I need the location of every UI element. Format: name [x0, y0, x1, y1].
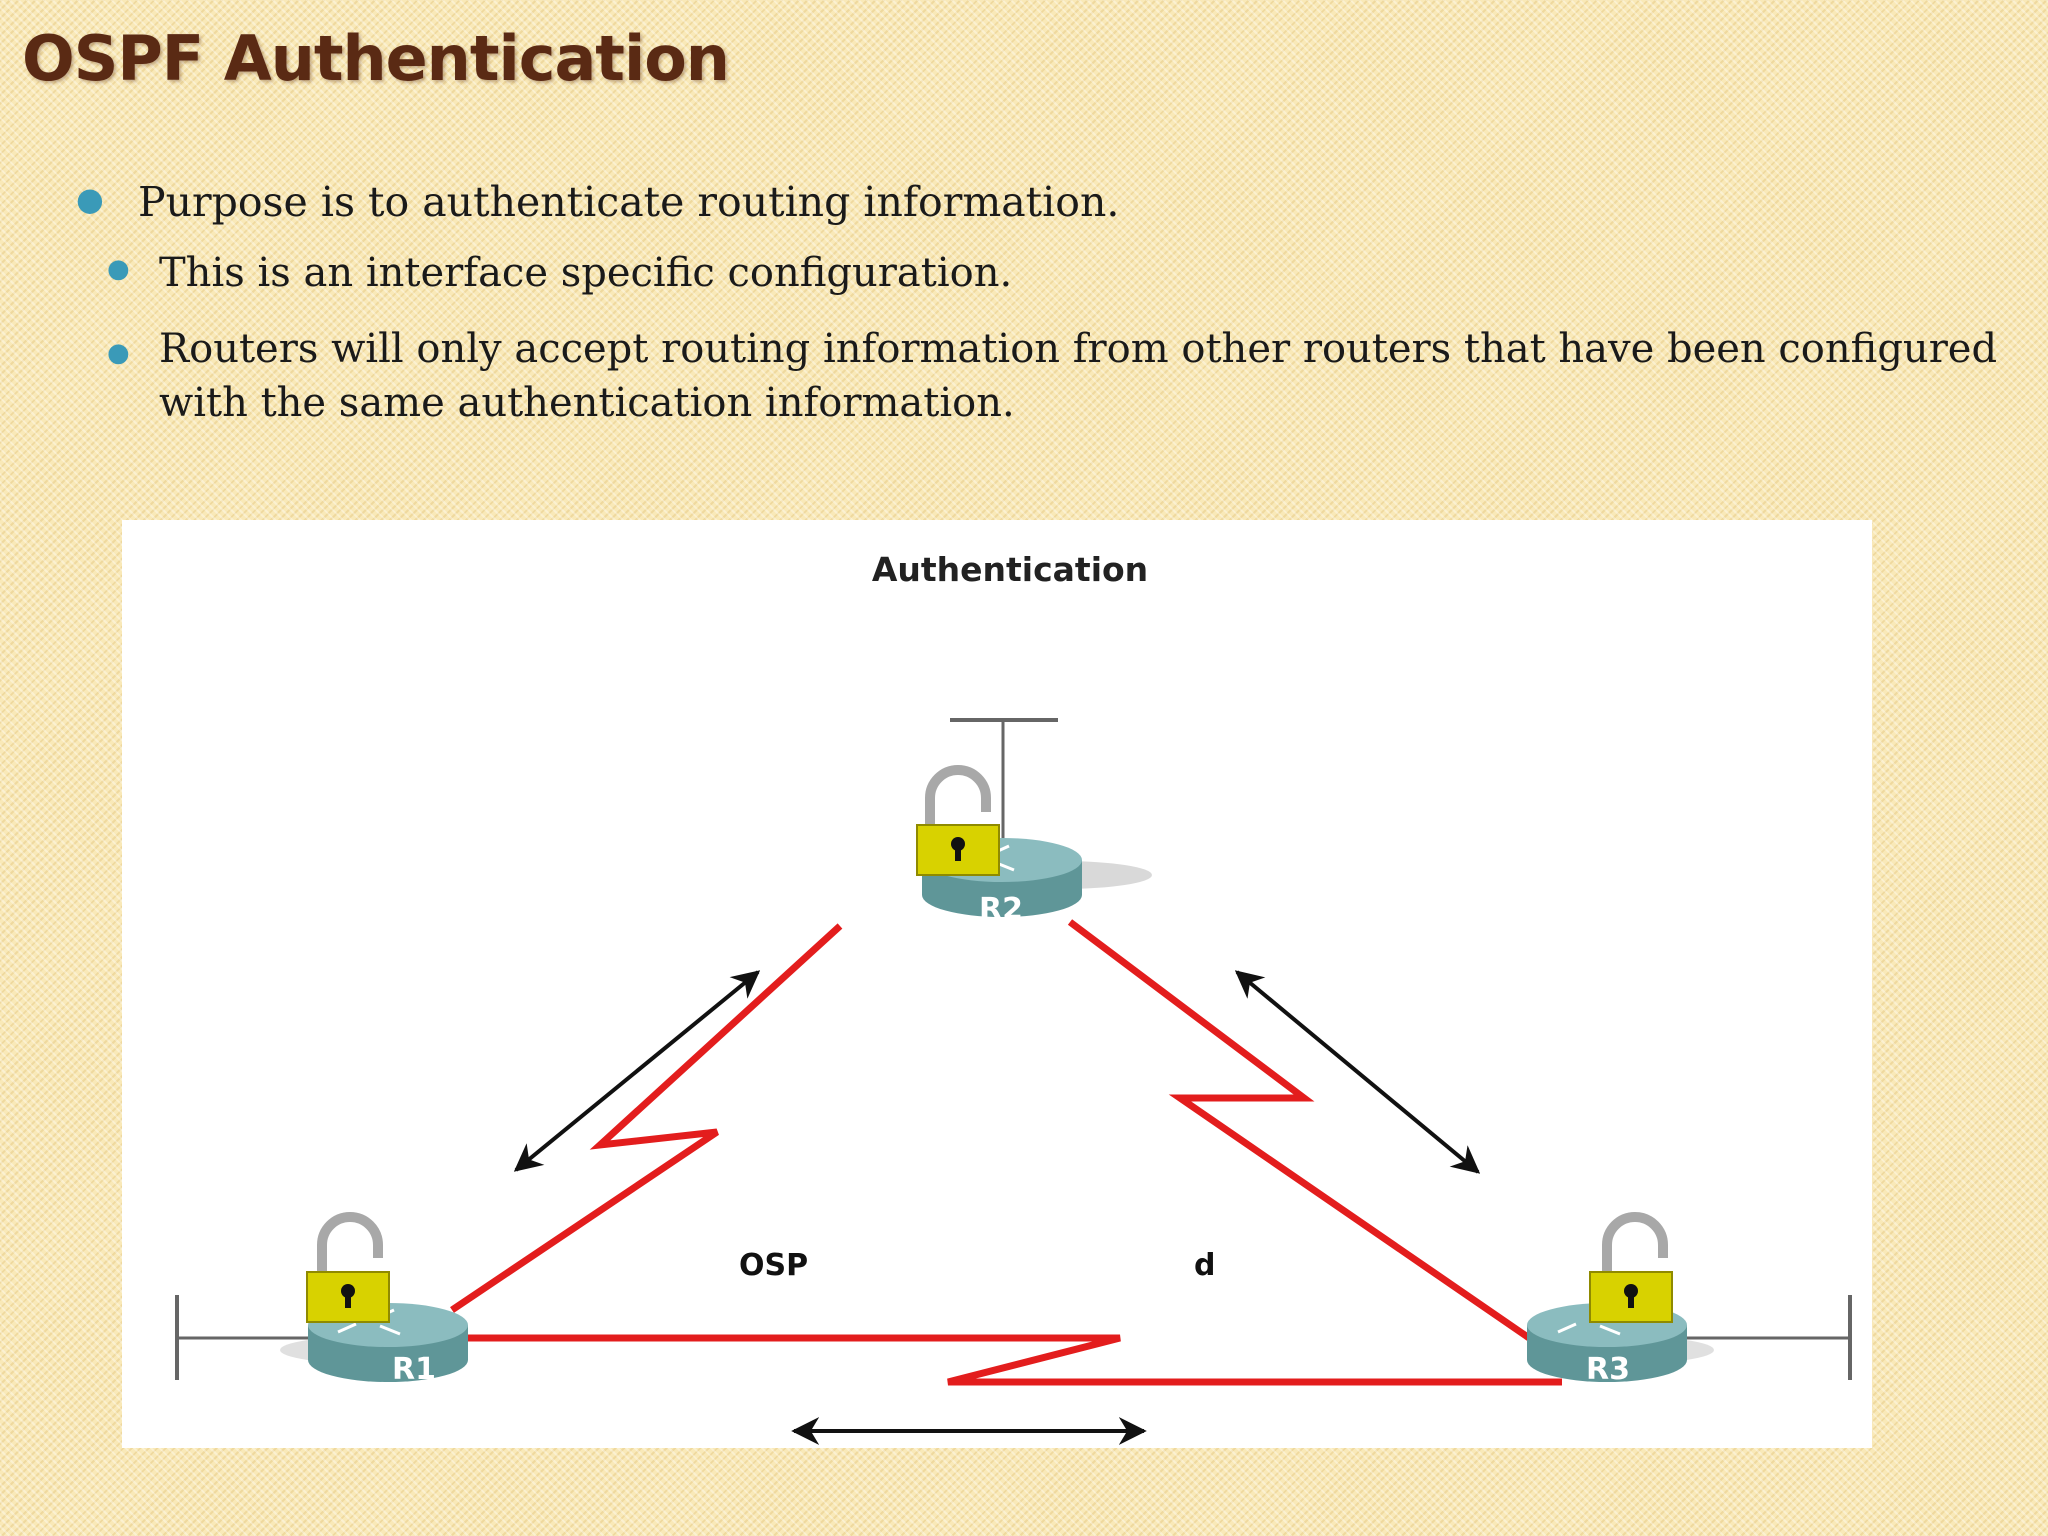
padlock-icon-r2 [916, 765, 1000, 876]
diagram-title: Authentication [871, 550, 1149, 589]
bullet-purpose: ● Purpose is to authenticate routing inf… [76, 178, 1120, 226]
bullet-dot-icon: ● [76, 180, 104, 218]
router-label-r3: R3 [1586, 1352, 1630, 1387]
serial-link-r2-r3 [1067, 919, 1534, 1343]
diagram-canvas [175, 718, 1852, 1445]
serial-link-r1-r3 [447, 1334, 1562, 1386]
authentication-diagram: Authentication OSP d R1 R2 R3 [122, 520, 1872, 1448]
sub-bullet-routers: ● Routers will only accept routing infor… [107, 322, 2029, 430]
padlock-icon-r3 [1589, 1212, 1673, 1323]
router-icon-r1 [280, 1303, 468, 1382]
bullet-text: Purpose is to authenticate routing infor… [138, 178, 1120, 226]
link-label-right: d [1194, 1248, 1216, 1283]
slide-title: OSPF Authentication [22, 22, 730, 95]
sub-bullet-dot-icon: ● [107, 254, 130, 284]
serial-link-r1-r2 [452, 915, 982, 1310]
router-label-r1: R1 [392, 1352, 436, 1387]
sub-bullet-text: Routers will only accept routing informa… [159, 326, 1998, 426]
lan-segment-r2 [950, 718, 1058, 860]
router-label-r2: R2 [979, 892, 1023, 927]
double-arrow-icon [1234, 970, 1481, 1174]
sub-bullet-dot-icon: ● [107, 338, 130, 368]
padlock-icon-r1 [306, 1212, 390, 1323]
double-arrow-icon [513, 970, 761, 1172]
sub-bullet-text: This is an interface specific configurat… [159, 250, 1013, 296]
link-label-left: OSP [739, 1248, 809, 1283]
sub-bullet-interface: ● This is an interface specific configur… [107, 250, 1013, 296]
lan-segment-r1 [175, 1295, 322, 1380]
